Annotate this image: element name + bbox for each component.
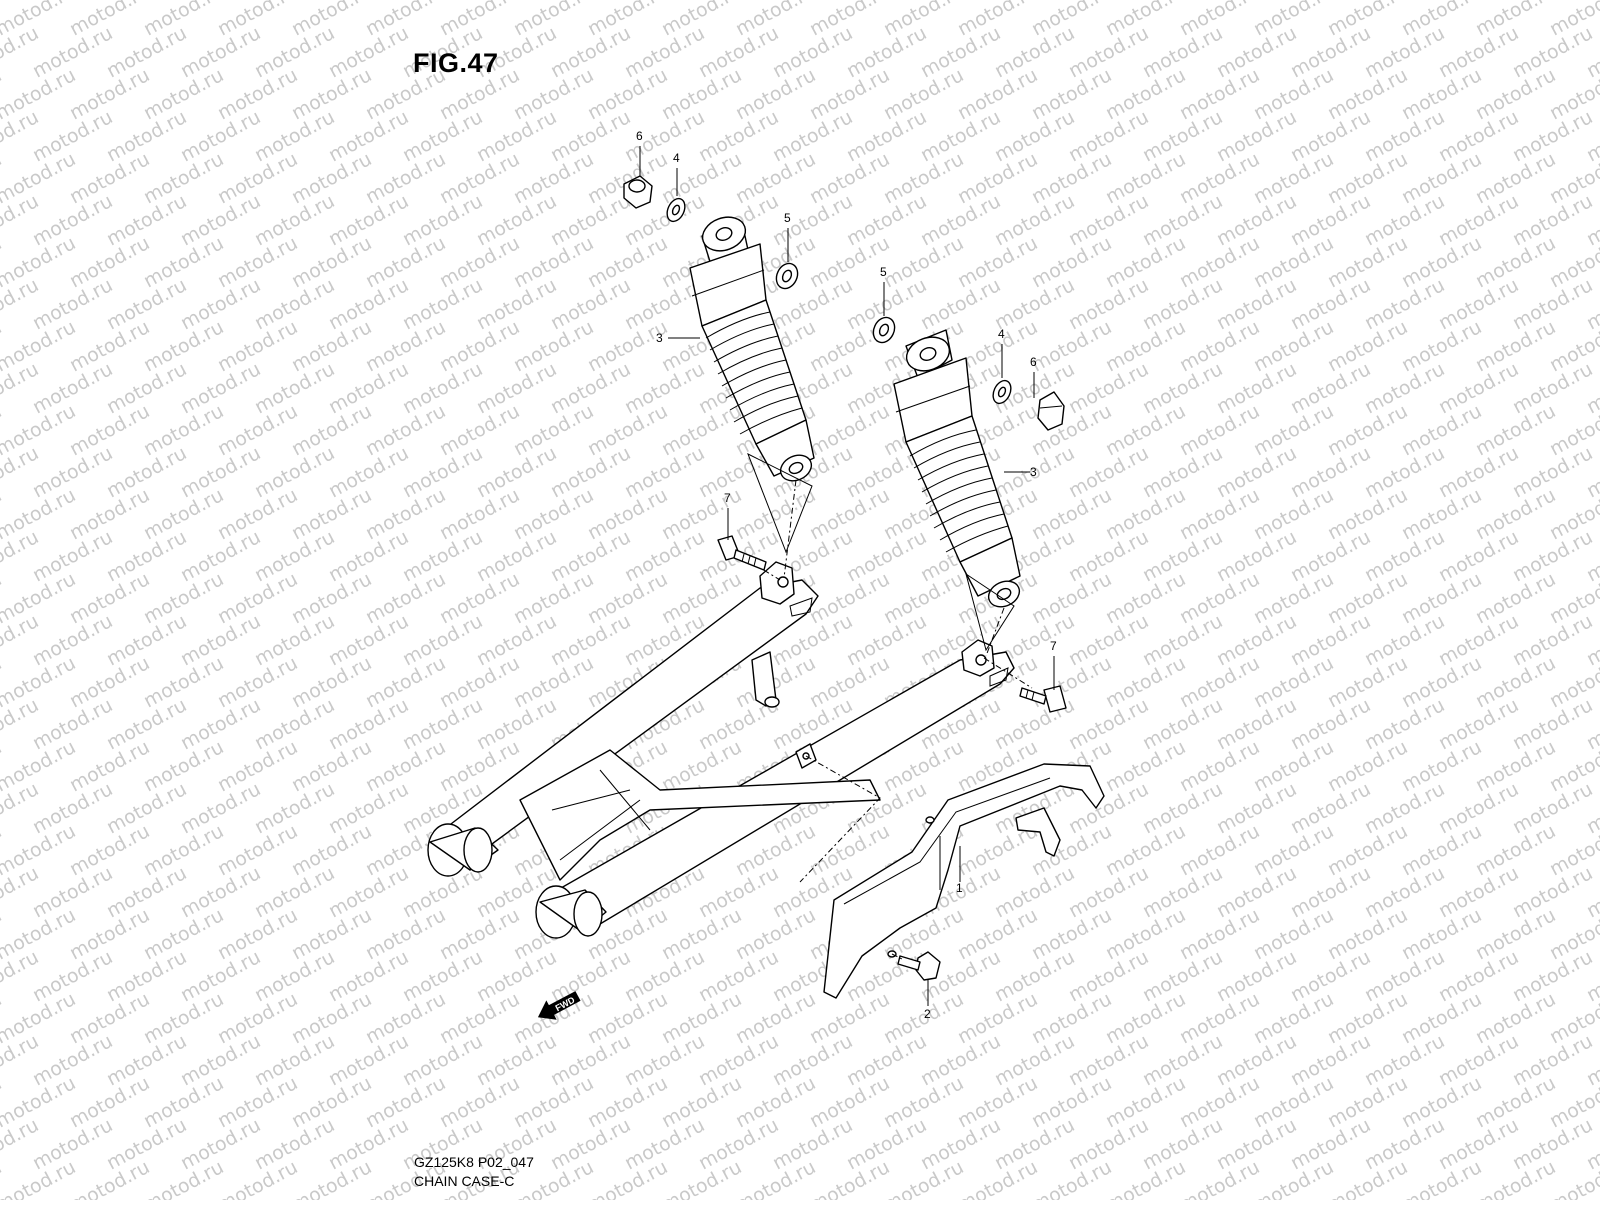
callout-shock-absorber-right: 3 — [1030, 465, 1037, 479]
callout-bolt-left: 7 — [724, 491, 731, 505]
callout-spacer-right: 5 — [880, 265, 887, 279]
callout-spacer-left: 5 — [784, 211, 791, 225]
figure-title: FIG.47 — [413, 48, 499, 78]
callout-shock-absorber-left: 3 — [656, 331, 663, 345]
callout-washer-left: 4 — [673, 151, 680, 165]
cap-nut-right — [1037, 391, 1065, 431]
section-name: CHAIN CASE-C — [414, 1173, 515, 1189]
callout-chain-case-bolt: 2 — [924, 1007, 931, 1021]
model-code: GZ125K8 P02_047 — [414, 1154, 534, 1170]
callout-cap-nut-left: 6 — [636, 129, 643, 143]
callout-bolt-right: 7 — [1050, 639, 1057, 653]
callout-cap-nut-right: 6 — [1030, 355, 1037, 369]
callout-washer-right: 4 — [998, 327, 1005, 341]
callout-chain-case: 1 — [956, 881, 963, 895]
